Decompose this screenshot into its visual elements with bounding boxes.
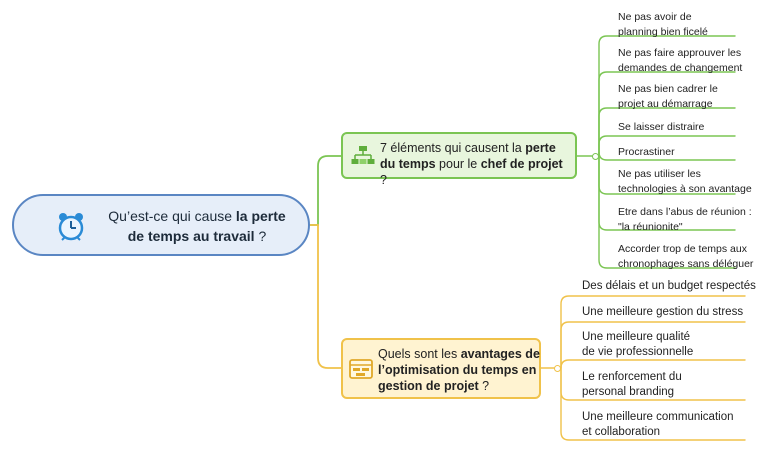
- connector-root-causes: [309, 155, 342, 226]
- connector-leaf-causes-3: [598, 135, 736, 157]
- branch-benefits[interactable]: Quels sont les avantages de l’optimisati…: [341, 338, 541, 399]
- central-topic[interactable]: Qu’est-ce qui cause la perte de temps au…: [12, 194, 310, 256]
- text-run: de temps au travail: [127, 228, 255, 244]
- leaf-causes-7[interactable]: Accorder trop de temps aux chronophages …: [618, 243, 754, 270]
- leaf-benefits-4[interactable]: Une meilleure communication et collabora…: [582, 411, 734, 438]
- text-run: pour le: [435, 157, 481, 171]
- connector-leaf-benefits-4: [560, 367, 746, 441]
- leaf-causes-0[interactable]: Ne pas avoir de planning bien ficelé: [618, 11, 708, 38]
- alarm-clock-icon: [58, 213, 84, 241]
- leaf-benefits-3[interactable]: Le renforcement du personal branding: [582, 371, 682, 398]
- connector-leaf-benefits-1: [560, 321, 746, 369]
- leaf-causes-3[interactable]: Se laisser distraire: [618, 121, 705, 133]
- leaf-causes-2[interactable]: Ne pas bien cadrer le projet au démarrag…: [618, 83, 718, 110]
- connector-leaf-benefits-2: [560, 359, 746, 369]
- collapse-toggle-benefits[interactable]: [554, 365, 561, 372]
- gantt-calendar-icon: [349, 359, 373, 379]
- branch-causes[interactable]: 7 éléments qui causent la perte du temps…: [341, 132, 577, 187]
- connector-leaf-causes-7: [598, 155, 736, 269]
- connector-root-benefits: [309, 224, 342, 369]
- connector-leaf-causes-0: [598, 35, 736, 157]
- text-run: perte du temps: [380, 141, 556, 171]
- text-run: la perte: [235, 208, 286, 224]
- text-run: ?: [380, 173, 387, 187]
- leaf-benefits-0[interactable]: Des délais et un budget respectés: [582, 280, 756, 292]
- text-run: ?: [478, 379, 490, 393]
- leaf-causes-6[interactable]: Etre dans l’abus de réunion : "la réunio…: [618, 206, 752, 233]
- connector-leaf-benefits-0: [560, 295, 746, 369]
- branch-benefits-text: Quels sont les avantages de l’optimisati…: [378, 346, 540, 394]
- leaf-causes-1[interactable]: Ne pas faire approuver les demandes de c…: [618, 47, 743, 74]
- leaf-benefits-2[interactable]: Une meilleure qualité de vie professionn…: [582, 331, 694, 358]
- collapse-toggle-causes[interactable]: [592, 153, 599, 160]
- leaf-causes-5[interactable]: Ne pas utiliser les technologies à son a…: [618, 168, 752, 195]
- text-run: Qu’est-ce qui cause: [108, 208, 236, 224]
- connector-leaf-causes-2: [598, 107, 736, 157]
- text-run: avantages de l’optimisation du temps en …: [378, 347, 540, 393]
- text-run: ?: [254, 228, 267, 244]
- text-run: Quels sont les: [378, 347, 461, 361]
- branch-causes-text: 7 éléments qui causent la perte du temps…: [380, 140, 572, 188]
- leaf-benefits-1[interactable]: Une meilleure gestion du stress: [582, 306, 744, 318]
- connector-leaf-causes-4: [598, 151, 736, 161]
- leaf-causes-4[interactable]: Procrastiner: [618, 146, 675, 158]
- connector-leaf-causes-1: [598, 71, 736, 157]
- central-topic-text: Qu’est-ce qui cause la perte de temps au…: [92, 206, 302, 246]
- text-run: 7 éléments qui causent la: [380, 141, 526, 155]
- text-run: chef de projet: [480, 157, 563, 171]
- org-chart-icon: [351, 146, 375, 164]
